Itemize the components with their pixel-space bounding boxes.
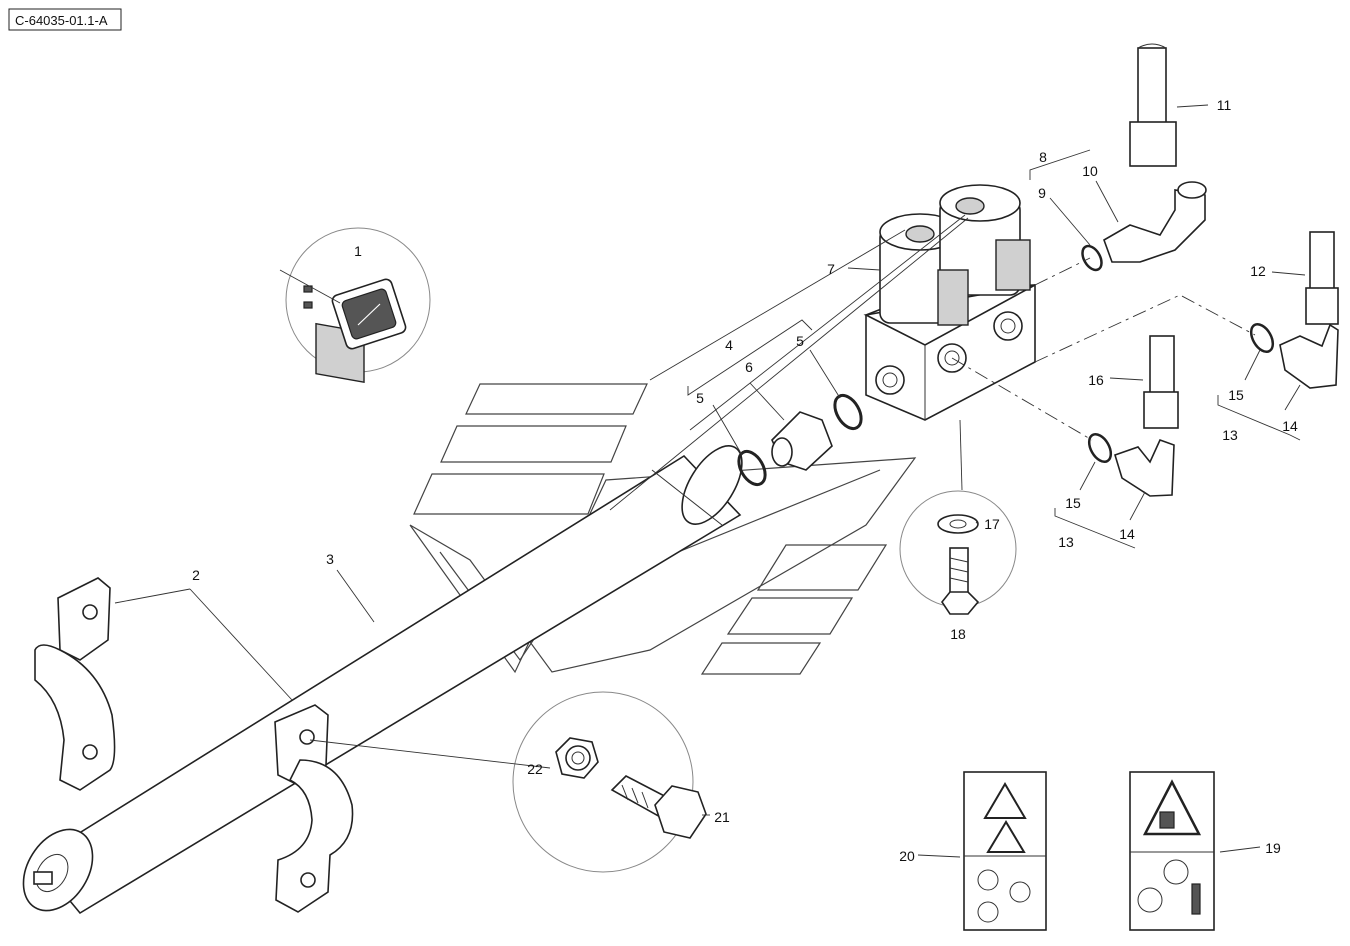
callout-3: 3 bbox=[326, 551, 334, 567]
part-5-o-ring-a bbox=[737, 449, 767, 487]
callout-2: 2 bbox=[192, 567, 200, 583]
callout-17: 17 bbox=[984, 516, 1000, 532]
centerlines bbox=[951, 257, 1256, 441]
drawing-reference-box: C-64035-01.1-A bbox=[8, 8, 122, 31]
part-17-18-bolt-detail bbox=[899, 490, 1017, 615]
part-15-o-ring-a bbox=[1249, 323, 1275, 353]
part-19-safety-decal bbox=[1129, 771, 1215, 931]
callout-22: 22 bbox=[527, 761, 543, 777]
callout-21: 21 bbox=[714, 809, 730, 825]
part-1-rocker-switch bbox=[285, 227, 431, 384]
part-2-clamp-left bbox=[34, 577, 116, 791]
callout-15b: 15 bbox=[1065, 495, 1081, 511]
callout-16: 16 bbox=[1088, 372, 1104, 388]
callout-13b: 13 bbox=[1058, 534, 1074, 550]
callout-15a: 15 bbox=[1228, 387, 1244, 403]
callout-labels: 1 2 3 4 5 5 6 7 8 9 10 11 12 13 13 14 14… bbox=[192, 97, 1298, 864]
part-10-elbow-fitting bbox=[1103, 181, 1207, 263]
part-7-valve-block bbox=[863, 184, 1036, 421]
part-6-straight-fitting bbox=[771, 411, 833, 471]
part-5-o-ring-b bbox=[833, 393, 863, 431]
part-3-cylinder bbox=[22, 445, 743, 915]
callout-5a: 5 bbox=[696, 390, 704, 406]
part-14-elbow-fitting-b bbox=[1114, 438, 1175, 497]
callout-12: 12 bbox=[1250, 263, 1266, 279]
drawing-reference: C-64035-01.1-A bbox=[15, 13, 108, 28]
part-14-elbow-fitting-a bbox=[1279, 323, 1339, 389]
callout-18: 18 bbox=[950, 626, 966, 642]
callout-11: 11 bbox=[1217, 97, 1232, 113]
leader-lines bbox=[114, 104, 1306, 858]
part-9-o-ring bbox=[1081, 244, 1103, 272]
callout-6: 6 bbox=[745, 359, 753, 375]
part-12-hose-end bbox=[1305, 231, 1339, 325]
part-2-clamp-right bbox=[274, 704, 354, 913]
part-15-o-ring-b bbox=[1087, 433, 1113, 463]
part-20-safety-decal bbox=[963, 771, 1047, 931]
warning-triangle-icon bbox=[983, 782, 1027, 819]
part-21-22-fastener-detail bbox=[512, 691, 707, 873]
callout-5b: 5 bbox=[796, 333, 804, 349]
callout-9: 9 bbox=[1038, 185, 1046, 201]
callout-19: 19 bbox=[1265, 840, 1281, 856]
part-11-hose-end bbox=[1129, 43, 1177, 167]
callout-7: 7 bbox=[827, 261, 835, 277]
callout-8: 8 bbox=[1039, 149, 1047, 165]
no-entry-icon bbox=[1009, 881, 1031, 903]
callout-10: 10 bbox=[1082, 163, 1098, 179]
part-16-hose-end bbox=[1143, 335, 1179, 429]
callout-14a: 14 bbox=[1282, 418, 1298, 434]
no-entry-icon bbox=[1163, 859, 1189, 885]
callout-4: 4 bbox=[725, 337, 733, 353]
callout-20: 20 bbox=[899, 848, 915, 864]
callout-14b: 14 bbox=[1119, 526, 1135, 542]
callout-13a: 13 bbox=[1222, 427, 1238, 443]
callout-1: 1 bbox=[354, 243, 362, 259]
warning-triangle-icon bbox=[1142, 779, 1202, 836]
